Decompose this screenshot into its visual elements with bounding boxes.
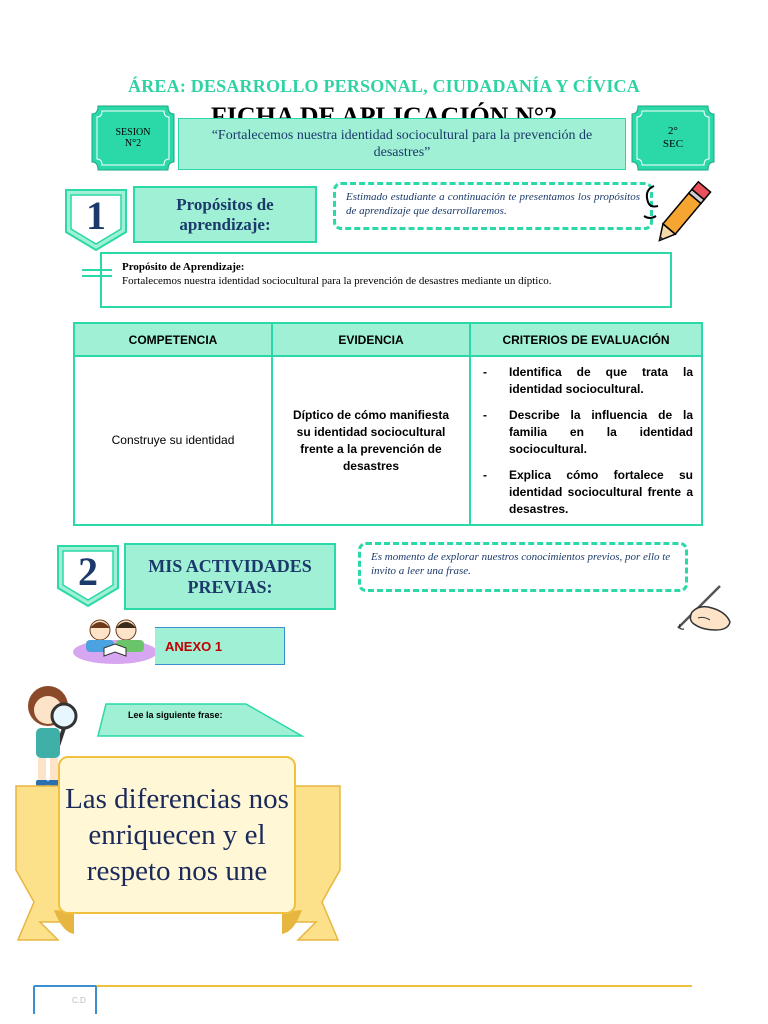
cell-competencia: Construye su identidad	[73, 355, 273, 526]
section-number: 2	[78, 549, 98, 594]
section-note: Es momento de explorar nuestros conocimi…	[358, 542, 688, 592]
header-evidencia: EVIDENCIA	[271, 322, 471, 357]
criterio-dash: -	[483, 467, 487, 482]
badge-shape	[91, 105, 175, 171]
grade-badge: 2° SEC	[628, 102, 718, 174]
criterio-item: - Describe la influencia de la familia e…	[483, 407, 693, 458]
ribbon-scroll	[14, 782, 342, 944]
session-badge-line1: SESION	[115, 127, 151, 138]
footer-text: C.D	[72, 996, 86, 1005]
section-title: Propósitos de aprendizaje:	[133, 186, 317, 243]
footer-bar	[32, 984, 694, 1014]
writing-hand-icon	[672, 582, 736, 634]
session-badge: SESION N°2	[88, 102, 178, 174]
ficha-title: FICHA DE APLICACIÓN N°2	[210, 102, 558, 118]
girl-magnifier-icon	[18, 680, 88, 790]
kids-reading-icon	[72, 614, 158, 666]
grade-badge-line1: 2°	[668, 125, 678, 137]
badge-shape	[631, 105, 715, 171]
purpose-text: Fortalecemos nuestra identidad sociocult…	[122, 275, 552, 287]
criterio-item: - Identifica de que trata la identidad s…	[483, 364, 693, 398]
cell-evidencia: Díptico de cómo manifiesta su identidad …	[271, 355, 471, 526]
criterio-text: Describe la influencia de la familia en …	[509, 407, 693, 456]
criterio-dash: -	[483, 364, 487, 379]
grade-badge-line2: SEC	[662, 138, 684, 150]
lee-banner	[96, 702, 306, 738]
anexo-tab: ANEXO 1	[155, 627, 285, 665]
section-note: Estimado estudiante a continuación te pr…	[333, 182, 653, 230]
criterio-text: Identifica de que trata la identidad soc…	[509, 364, 693, 396]
header-criterios: CRITERIOS DE EVALUACIÓN	[469, 322, 703, 357]
purpose-label: Propósito de Aprendizaje:	[122, 261, 245, 273]
pennant-shape	[57, 545, 119, 608]
purpose-box: Propósito de Aprendizaje: Fortalecemos n…	[100, 252, 672, 308]
lee-label: Lee la siguiente frase:	[128, 710, 223, 720]
table-header-row: COMPETENCIA EVIDENCIA CRITERIOS DE EVALU…	[73, 322, 703, 357]
decor-lines	[82, 265, 112, 277]
section-number-badge: 2	[56, 544, 120, 608]
criterio-item: - Explica cómo fortalece su identidad so…	[483, 467, 693, 518]
competency-table: COMPETENCIA EVIDENCIA CRITERIOS DE EVALU…	[73, 322, 703, 526]
pencil-icon	[640, 176, 712, 252]
header-competencia: COMPETENCIA	[73, 322, 273, 357]
section-title: MIS ACTIVIDADES PREVIAS:	[124, 543, 336, 610]
criterio-dash: -	[483, 407, 487, 422]
area-title: ÁREA: DESARROLLO PERSONAL, CIUDADANÍA Y …	[128, 76, 640, 96]
criterio-text: Explica cómo fortalece su identidad soci…	[509, 467, 693, 516]
section-number: 1	[86, 193, 106, 238]
table-row: Construye su identidad Díptico de cómo m…	[73, 355, 703, 526]
cell-criterios: - Identifica de que trata la identidad s…	[469, 355, 703, 526]
session-title: “Fortalecemos nuestra identidad sociocul…	[178, 118, 626, 170]
quote-text: Las diferencias nos enriquecen y el resp…	[58, 756, 296, 914]
section-number-badge: 1	[64, 188, 128, 252]
session-badge-line2: N°2	[124, 138, 142, 149]
pennant-shape	[65, 189, 127, 252]
